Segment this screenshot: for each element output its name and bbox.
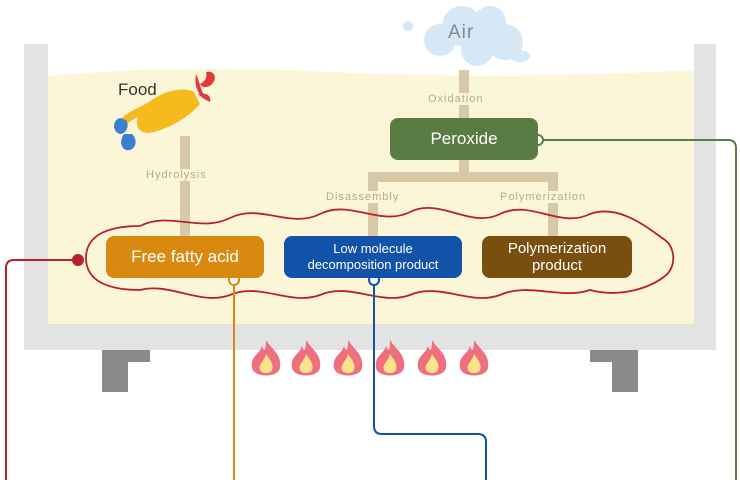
flame-icon	[459, 340, 489, 376]
callout-line-low-molecule	[373, 280, 487, 480]
food-label: Food	[118, 80, 157, 99]
callout-line-free-fatty-acid-edge	[5, 259, 78, 480]
oil-deterioration-wave	[85, 207, 675, 299]
fryer-stand	[102, 350, 638, 392]
flame-icon	[333, 340, 363, 376]
free-fatty-acid-box: Free fatty acid	[106, 236, 264, 278]
callout-line-peroxide	[538, 139, 737, 480]
air-label: Air	[448, 22, 475, 43]
burner-flames	[251, 340, 489, 376]
polymerization-step-label: Polymerization	[497, 191, 590, 203]
flame-icon	[375, 340, 405, 376]
polymerization-product-box: Polymerization product	[482, 236, 632, 278]
hydrolysis-label: Hydrolysis	[143, 169, 210, 181]
low-molecule-decomposition-box: Low molecule decomposition product	[284, 236, 462, 278]
flame-icon	[417, 340, 447, 376]
flame-icon	[291, 340, 321, 376]
cloud-icon	[403, 6, 530, 66]
disassembly-label: Disassembly	[323, 191, 403, 203]
shrimp-tempura-icon	[114, 71, 215, 151]
peroxide-box: Peroxide	[390, 118, 538, 160]
flame-icon	[251, 340, 281, 376]
callout-lines	[5, 139, 737, 480]
oxidation-label: Oxidation	[425, 93, 487, 105]
